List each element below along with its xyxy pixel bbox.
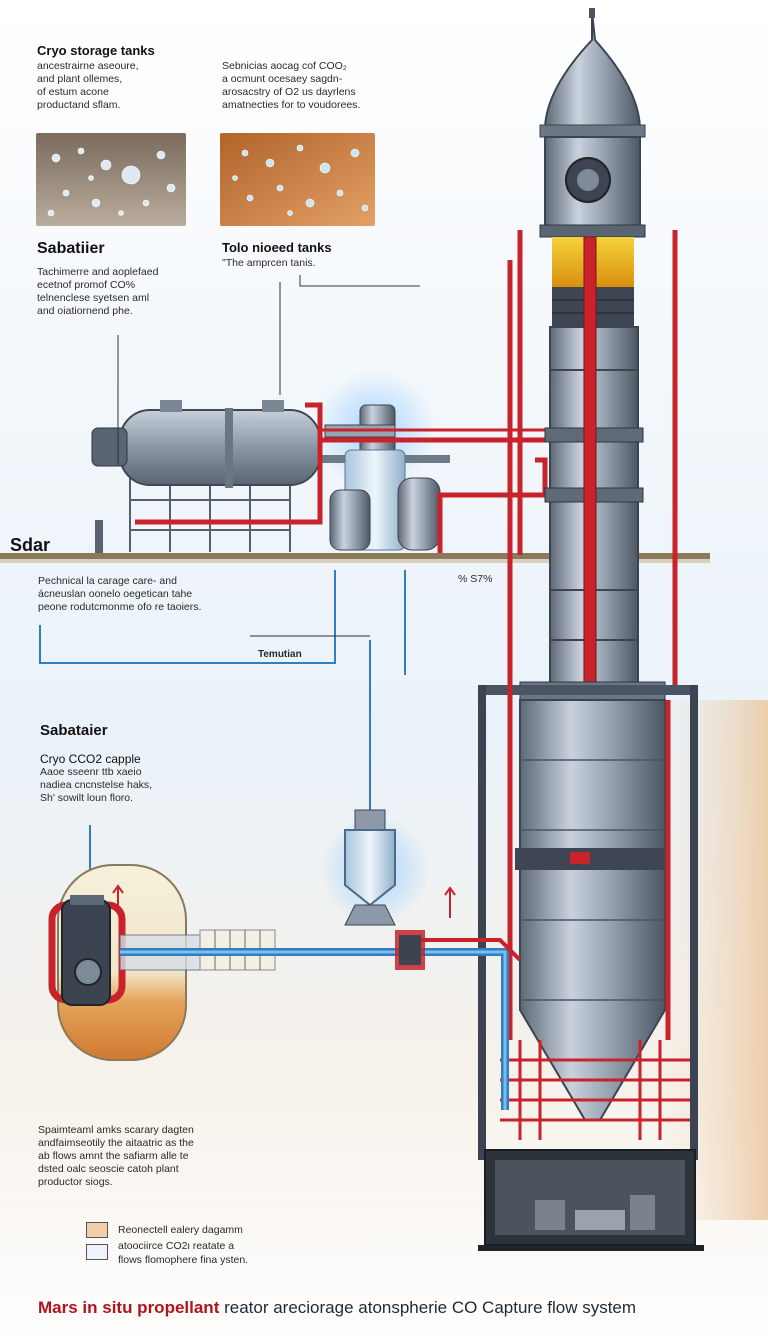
desc-line: and plant ollemes,: [37, 73, 123, 85]
separator-vessel: [344, 809, 396, 926]
desc-line: Pechnical la carage care- and: [38, 575, 177, 587]
co2-bubbles-photo: [36, 133, 186, 226]
top-mid-desc: Sebnicias aocag cof COO₂ a ocmunt ocesae…: [222, 60, 360, 112]
legend-swatch-blue: [86, 1244, 108, 1260]
upper-red-pipes: [135, 230, 678, 690]
desc-line: dsted oalc seoscie catoh plant: [38, 1163, 179, 1175]
cryo-co2-desc: Aaoe sseenr ttb xaeio nadiea cncnstelse …: [40, 766, 152, 805]
sdar-label: Sdar: [10, 535, 51, 555]
sabatier-2-heading: Sabataier: [40, 722, 108, 739]
desc-line: productor siogs.: [38, 1176, 113, 1188]
desc-line: productand sflam.: [37, 99, 121, 111]
mars-soil-photo: [220, 133, 375, 226]
cryo-storage-desc: ancestrairne aseoure, and plant ollemes,…: [37, 60, 139, 112]
tolo-tanks-desc: "The amprcen tanis.: [222, 257, 316, 270]
cryo-co2-heading: Cryo CCO2 capple: [40, 752, 141, 766]
desc-line: Tachimerre and aoplefaed: [37, 266, 159, 278]
desc-line: nadiea cncnstelse haks,: [40, 779, 153, 791]
desc-line: of estum acone: [37, 86, 109, 98]
lower-pipe-run: [112, 884, 522, 1110]
rocket-tower: [515, 8, 670, 1121]
desc-line: ecetnof promof CO%: [37, 279, 136, 291]
title-part-b: reator areciorage atonspherie CO Capture…: [219, 1298, 637, 1317]
bottom-left-desc: Spaimteaml amks scarary dagten andfaimse…: [38, 1124, 194, 1189]
legend-swatch-orange: [86, 1222, 108, 1238]
desc-line: peone rodutcmonme ofo re taoiers.: [38, 601, 202, 613]
desc-line: ab flows amnt the safiarm alle te: [38, 1150, 189, 1162]
desc-line: a ocmunt ocesaey sagdn-: [222, 73, 343, 85]
sabatier-desc: Tachimerre and aoplefaed ecetnof promof …: [37, 266, 158, 318]
pechnical-desc: Pechnical la carage care- and ácneuslan …: [38, 575, 201, 614]
cryo-storage-heading: Cryo storage tanks: [37, 43, 155, 58]
desc-line: and oiatiornend phe.: [37, 305, 133, 317]
percent-label: % S7%: [458, 573, 493, 585]
upper-vessel-cluster: [324, 404, 441, 551]
title-part-a: Mars in situ propellant: [38, 1298, 220, 1317]
desc-line: amatnecties for to voudorees.: [222, 99, 361, 111]
desc-line: "The amprcen tanis.: [222, 257, 316, 269]
desc-line: telnenclese syetsen aml: [37, 292, 150, 304]
temutian-label: Temutian: [258, 649, 302, 660]
support-frame: [478, 260, 704, 1251]
desc-line: ácneuslan oonelo oegetican tahe: [38, 588, 193, 600]
desc-line: Sh' sowilt loun floro.: [40, 792, 134, 804]
legend-label: Reonectell ealery dagamm: [118, 1224, 243, 1236]
desc-line: ancestrairne aseoure,: [37, 60, 139, 72]
legend-note: flows flomophere fina ysten.: [118, 1254, 249, 1266]
desc-line: Spaimteaml amks scarary dagten: [38, 1124, 194, 1136]
desc-line: arosacstry of O2 us dayrlens: [222, 86, 356, 98]
diagram-title: Mars in situ propellant reator areciorag…: [38, 1298, 636, 1318]
sabatier-heading: Sabatiier: [37, 240, 105, 257]
desc-line: Sebnicias aocag cof COO₂: [222, 60, 347, 72]
tolo-tanks-heading: Tolo nioeed tanks: [222, 240, 332, 255]
legend-label: atoociirce CO2ι reatate a: [118, 1240, 235, 1252]
desc-line: andfaimseotily the aitaatric as the: [38, 1137, 194, 1149]
desc-line: Aaoe sseenr ttb xaeio: [40, 766, 142, 778]
horizontal-sabatier-tank: [91, 400, 450, 553]
